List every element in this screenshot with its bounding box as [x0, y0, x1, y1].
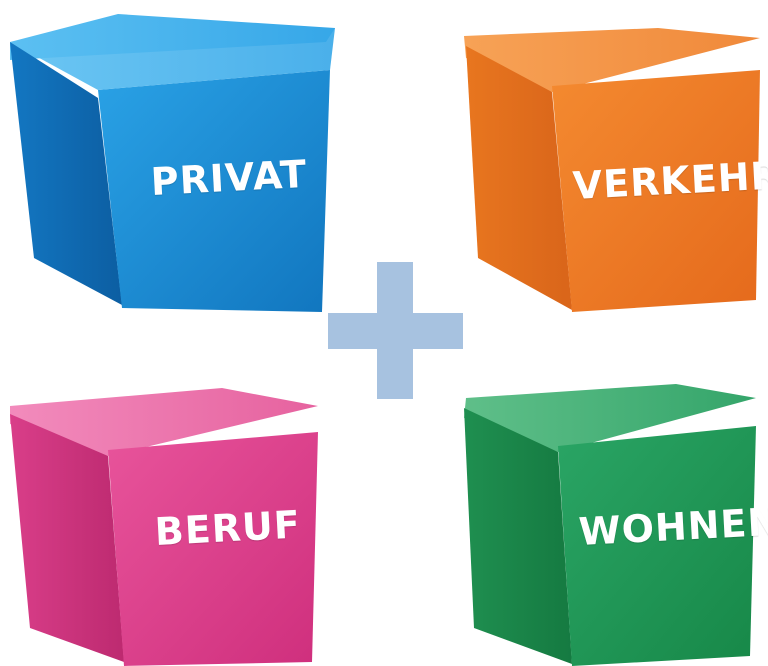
- cube-beruf: BERUF: [0, 380, 335, 666]
- cube-wohnen: WOHNEN: [440, 378, 768, 666]
- cube-privat-label: PRIVAT: [149, 151, 309, 204]
- cube-wohnen-shape: [464, 384, 756, 666]
- cube-privat-shape: [10, 14, 335, 312]
- plus-bar-vertical: [377, 262, 413, 399]
- cube-beruf-shape: [10, 388, 318, 666]
- plus-icon: [328, 262, 463, 399]
- cube-verkehr-shape: [464, 28, 760, 312]
- cube-beruf-label: BERUF: [153, 502, 302, 554]
- cube-privat: PRIVAT: [0, 0, 340, 320]
- cube-verkehr: VERKEHR: [438, 0, 768, 325]
